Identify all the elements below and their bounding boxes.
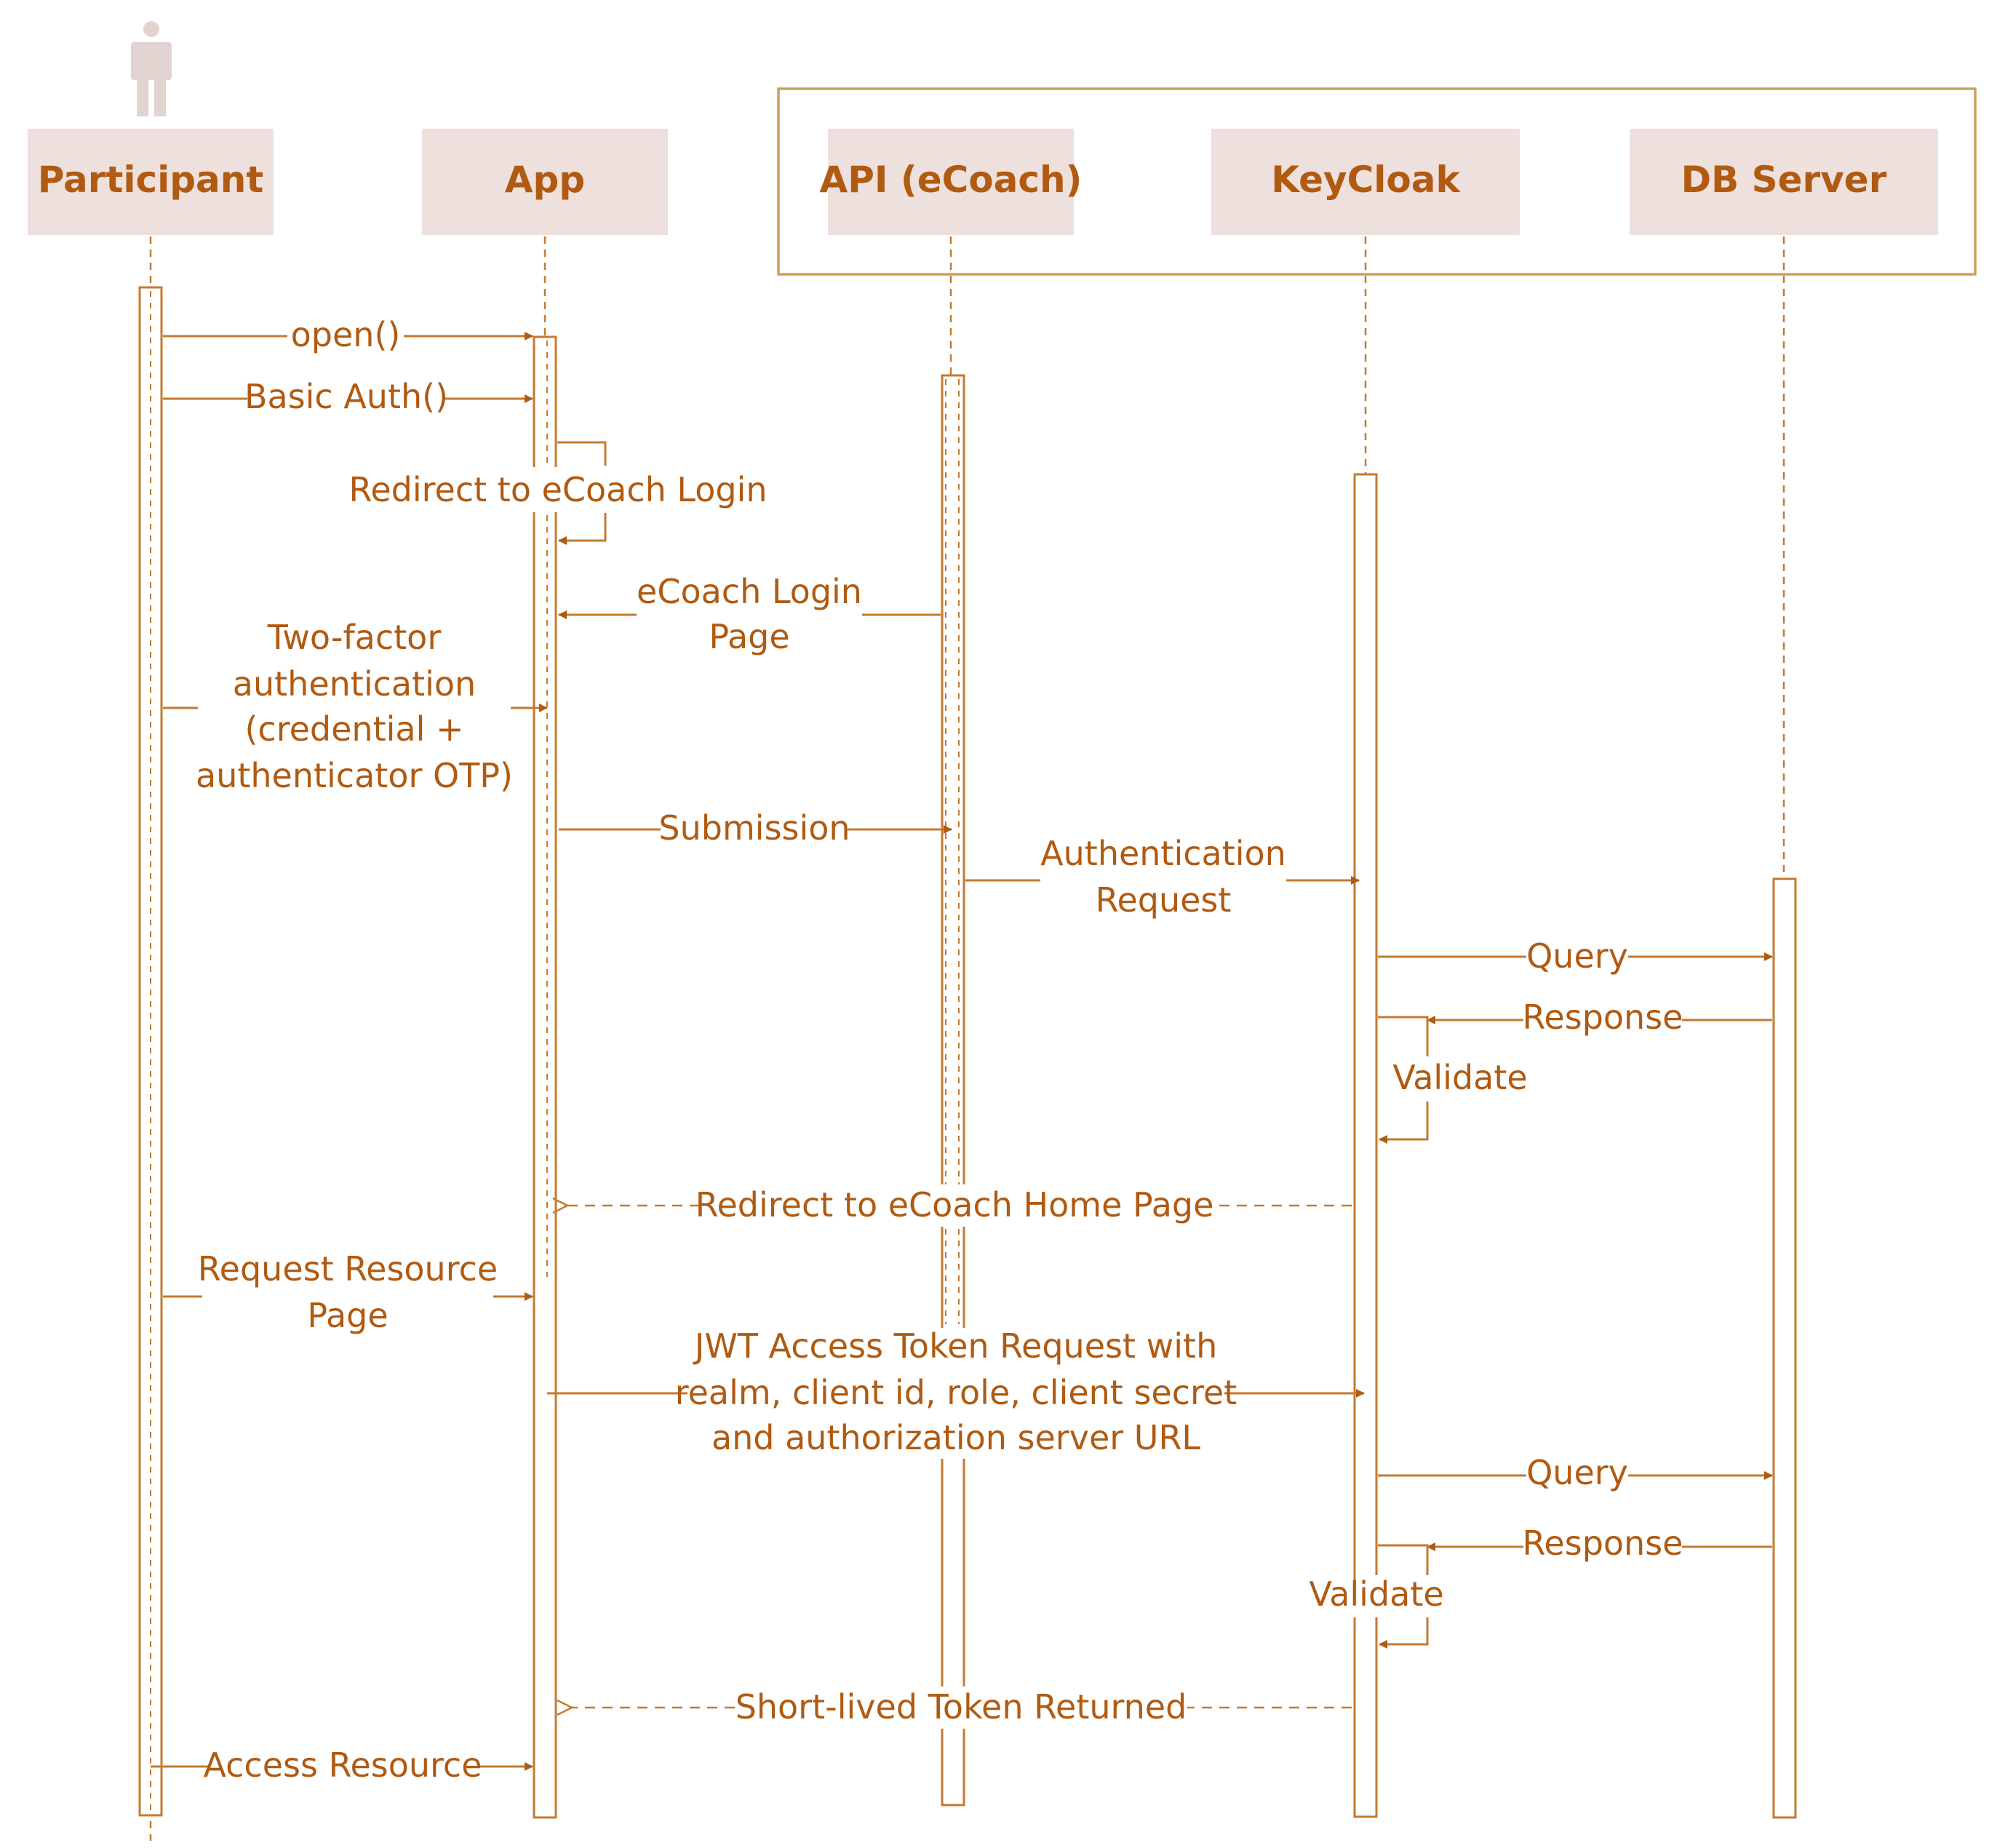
message-login-page: eCoach Login Page (558, 571, 941, 662)
message-query-1: Query (1378, 936, 1773, 976)
jwt-label-3: and authorization server URL (711, 1418, 1200, 1457)
message-validate-1: Validate (1352, 1016, 1531, 1144)
app-header: App (422, 129, 668, 235)
message-redirect-home: Redirect to eCoach Home Page (567, 1184, 1352, 1227)
participant-label: Participant (38, 159, 264, 201)
jwt-label-1: JWT Access Token Request with (693, 1326, 1217, 1366)
login-page-label-2: Page (709, 617, 789, 656)
jwt-label-2: realm, client id, role, client secret (675, 1373, 1237, 1412)
db-server-activation (1772, 877, 1797, 1819)
token-returned-label: Short-lived Token Returned (736, 1687, 1187, 1726)
message-request-resource: Request Resource Page (163, 1249, 533, 1335)
query-2-label: Query (1526, 1453, 1628, 1492)
message-basic-auth: Basic Auth() (163, 377, 533, 416)
keycloak-label: KeyCloak (1271, 159, 1461, 201)
login-page-label-1: eCoach Login (637, 572, 862, 611)
message-validate-2: Validate (1309, 1544, 1444, 1649)
validate-2-label: Validate (1309, 1574, 1443, 1614)
two-factor-label-4: authenticator OTP) (196, 756, 513, 795)
message-two-factor: Two-factor authentication (credential + … (163, 618, 548, 795)
auth-request-label-2: Request (1096, 880, 1232, 920)
access-resource-label: Access Resource (203, 1745, 482, 1785)
redirect-login-label: Redirect to eCoach Login (348, 470, 767, 509)
keycloak-header: KeyCloak (1211, 129, 1520, 235)
db-server-header: DB Server (1630, 129, 1938, 235)
query-1-label: Query (1526, 936, 1628, 976)
server-group-frame (777, 87, 1977, 276)
db-server-label: DB Server (1681, 159, 1887, 201)
message-submission: Submission (559, 808, 952, 848)
two-factor-label-1: Two-factor (267, 618, 442, 657)
response-2-label: Response (1523, 1524, 1683, 1563)
message-jwt-request: JWT Access Token Request with realm, cli… (547, 1326, 1365, 1459)
message-token-returned: Short-lived Token Returned (572, 1686, 1352, 1729)
participant-activation (138, 286, 163, 1817)
open-label: open() (291, 315, 401, 354)
request-resource-label-2: Page (307, 1296, 388, 1335)
two-factor-label-3: (credential + (244, 709, 463, 749)
message-query-2: Query (1378, 1453, 1773, 1492)
api-activation (941, 374, 965, 1807)
submission-label: Submission (658, 808, 850, 848)
actor-icon (131, 21, 172, 116)
api-label: API (eCoach) (820, 159, 1083, 201)
message-response-2: Response (1427, 1524, 1772, 1563)
two-factor-label-2: authentication (233, 664, 476, 704)
redirect-home-label: Redirect to eCoach Home Page (695, 1185, 1214, 1224)
validate-1-label: Validate (1392, 1058, 1527, 1097)
participant-header: Participant (28, 129, 274, 235)
api-header: API (eCoach) (820, 129, 1083, 235)
message-open: open() (163, 315, 533, 354)
message-access-resource: Access Resource (151, 1745, 533, 1785)
message-response-1: Response (1427, 997, 1772, 1037)
request-resource-label-1: Request Resource (198, 1249, 498, 1289)
response-1-label: Response (1523, 997, 1683, 1037)
basic-auth-label: Basic Auth() (244, 377, 448, 416)
app-activation (533, 335, 557, 1819)
message-auth-request: Authentication Request (965, 834, 1360, 920)
message-redirect-login: Redirect to eCoach Login (348, 441, 768, 545)
app-label: App (505, 159, 585, 201)
auth-request-label-1: Authentication (1040, 834, 1286, 873)
